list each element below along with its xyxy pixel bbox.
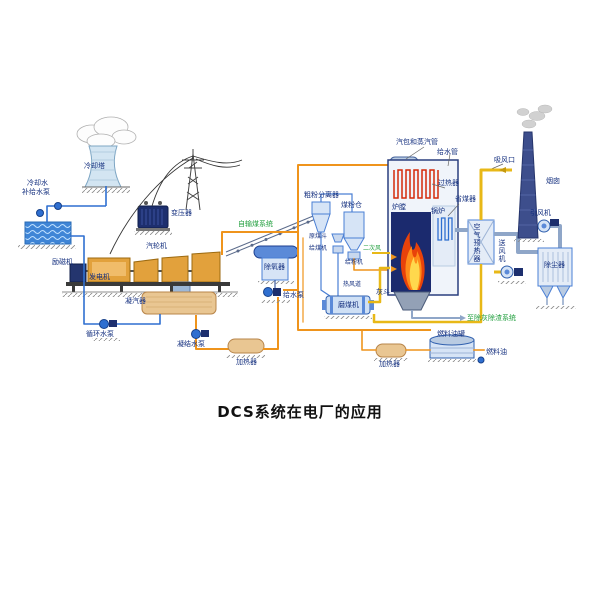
ash-hopper-label: 灰斗 [376,288,390,296]
furnace-fire-icon [400,232,425,290]
transformer [134,201,172,235]
powder-feeder-label: 给粉机 [345,259,364,266]
steam-drum-pipe-label: 汽包和蒸汽管 [396,138,438,146]
hot-air-ducts [368,252,483,324]
air-intake-duct [479,167,512,220]
feed-pump [260,280,290,303]
id-fan-label: 引风机 [530,209,551,217]
fuel-oil-label: 燃料油 [486,348,507,356]
condensate-pump-label: 凝结水泵 [177,340,205,348]
makeup-pump-label: 补给水泵 [22,188,50,196]
air-intake-label: 吸风口 [494,156,515,164]
coal-mill [322,295,374,319]
chimney-label: 烟囱 [546,177,560,185]
ash-system-label: 至除灰除渣系统 [467,314,516,322]
boiler [387,156,459,311]
id-fan [537,219,559,233]
circulating-pump-label: 循环水泵 [86,330,114,338]
cooling-tower-label: 冷却塔 [84,162,105,170]
condenser [141,291,217,315]
deaerator [253,245,299,284]
cooling-water-label: 冷却水 [27,179,48,187]
furnace-label: 炉膛 [392,203,406,211]
ash-hopper-shape [393,291,431,311]
separator-label: 粗粉分离器 [304,191,339,199]
condensate-pump [191,315,229,350]
coal-mill-label: 磨煤机 [338,301,359,309]
coal-conveying-label: 自输煤系统 [238,220,273,228]
smoke-icon [516,104,553,129]
clouds-icon [76,116,137,149]
air-preheater [467,219,495,265]
powder-separator [311,193,353,297]
water-basin [18,221,76,249]
power-lines [109,155,243,255]
economizer-coil [437,217,453,241]
feed-water-pipe-label: 给水管 [437,148,458,156]
circulating-pump [70,235,161,341]
transmission-tower [182,149,204,211]
deaerator-label: 除氧器 [264,263,285,271]
fuel-tank-label: 燃料油罐 [437,330,465,338]
lp-heater-label: 加热器 [236,358,257,366]
diagram-title: DCS系统在电厂的应用 [217,403,383,421]
coal-feeder-label: 给煤机 [309,245,328,252]
condenser-label: 凝汽器 [125,297,146,305]
ash-removal-line [411,310,466,321]
generator-label: 发电机 [89,273,110,281]
fd-fan-label: 送风机 [498,239,507,263]
fd-fan [494,265,526,284]
superheater-label: 过热器 [438,179,459,187]
coal-feeders [331,233,391,296]
air-preheater-label: 空气预热器 [473,223,482,263]
boiler-label: 锅炉 [431,207,445,215]
secondary-air-label: 二次风 [363,245,382,252]
makeup-water-pumps [36,186,107,222]
coal-bunker [343,211,365,251]
chimney [514,131,544,242]
superheater-coil [393,169,439,199]
dust-collector [536,247,576,309]
hot-air-duct-label: 热风道 [343,281,362,288]
transformer-label: 变压器 [171,209,192,217]
oil-heater [361,329,431,361]
turbine-label: 汽轮机 [146,242,167,250]
economizer-label: 省煤器 [455,195,476,203]
pipes-orange [221,164,431,331]
oil-heater-label: 加热器 [379,360,400,368]
fuel-oil-tank [428,334,485,364]
dust-collector-label: 除尘器 [544,261,565,269]
lp-heater [226,297,279,358]
raw-coal-hopper-label: 原煤斗 [309,233,328,240]
coal-bunker-label: 煤粉仓 [341,201,362,209]
pointer-lines [405,146,504,217]
feed-pump-label: 给水泵 [283,291,304,299]
exciter-label: 励磁机 [52,258,73,266]
